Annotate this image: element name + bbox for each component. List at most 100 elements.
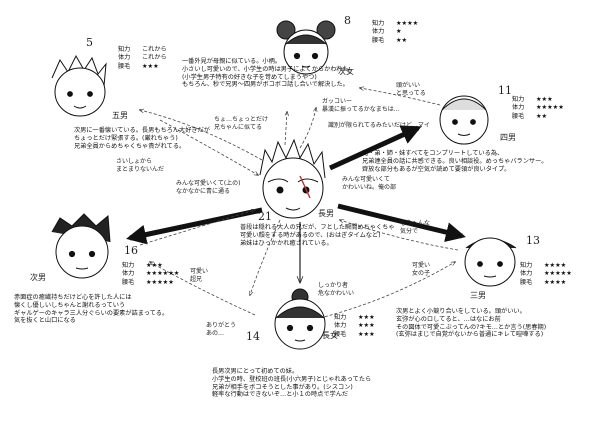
- arrow-to-second: [126, 207, 263, 245]
- stat-label: 腰毛: [372, 36, 385, 44]
- stat-value: ★★★★★: [544, 270, 572, 278]
- stat-label: 体力: [520, 270, 533, 278]
- arrow-to-third: [337, 203, 466, 242]
- desc-fifth: 次男に一番懐いている。長男もちろん大好きだが ちょっとだけ緊張する。(厳れちゃう…: [74, 127, 210, 150]
- arrow-note: さいしょから まとまりないんだ: [116, 158, 164, 173]
- note-line: ありがとう: [206, 322, 237, 329]
- arrow-note: ちょ…ちょっとだけ 兄ちゃんに似てる: [214, 116, 268, 131]
- arrow-note: 可愛い 超兄: [190, 268, 208, 283]
- stat-value: ★★★★★: [146, 278, 174, 286]
- arrow-note: 可愛い 女の子: [412, 262, 430, 277]
- age-sister: 8: [344, 14, 351, 27]
- desc-line: (小学生男子特有の好きな子を苛めてしまうやつ): [182, 73, 317, 81]
- stats-second: 知力★★★ 体力★★★★★★ 腰毛★★★★★: [122, 262, 179, 287]
- face-second: [51, 213, 111, 279]
- age-fourth: 11: [498, 84, 512, 97]
- stat-label: 腰毛: [118, 62, 131, 70]
- stat-value: ★★★: [358, 314, 375, 321]
- face-fifth: [51, 54, 107, 117]
- stats-fifth: 知力これから 体力これから 腰毛★★★: [118, 46, 167, 71]
- note-line: もうへんな: [400, 220, 430, 227]
- desc-line: 赤面症の癒繊持ちだけど心を許した人には: [14, 294, 132, 301]
- desc-line: 次男に一番懐いている。長男もちろん大好きだが: [74, 127, 210, 134]
- dash-arrow-daughter-second: [150, 262, 256, 316]
- stat-label: 体力: [122, 270, 135, 278]
- arrow-note: ガッコいー 暴漢に振ってるかなまちは…: [322, 98, 400, 113]
- stat-value: ★★★: [358, 330, 375, 338]
- note-line: 兄ちゃんに似てる: [214, 123, 263, 131]
- desc-line: (玄弥はまじで自覚がないから普通にキレて喧嘩する): [396, 331, 544, 339]
- dash-arrow-fifth-eldest: [159, 119, 258, 175]
- note-line: さいしょから: [116, 158, 153, 165]
- stat-value: ★★: [396, 36, 408, 44]
- arrow-note: もうへんな 気分で: [400, 220, 430, 235]
- dash-arrow-fourth-sister: [360, 88, 441, 106]
- desc-line: 齊放な部分もあるが空気が読めて要領が良いタイプ。: [362, 165, 511, 173]
- arrow-note: ありがとう あの…: [206, 322, 236, 337]
- stat-value: これから: [142, 54, 167, 62]
- note-line: 暴漢に振ってるかなまちは…: [322, 105, 400, 113]
- name-eldest-daughter: 長女: [322, 331, 338, 340]
- age-eldest-daughter: 14: [246, 330, 260, 343]
- desc-line: 弟妹はひっかかれ癒されている。: [240, 239, 333, 247]
- name-fifth: 五男: [112, 111, 128, 120]
- note-line: なかなかに青に通る: [176, 187, 231, 195]
- stat-value: ★: [396, 28, 402, 36]
- arrow-to-fourth: [328, 125, 422, 171]
- desc-line: もちろん、秒で兄男〜四男がボコボコ話し合いで解決した。: [182, 81, 349, 89]
- desc-line: 普段は穏れる大人の兄だが、フとした瞬間めちゃくちゃ: [240, 224, 395, 231]
- face-fourth: [439, 95, 489, 145]
- dash-arrow-sister-up: [285, 112, 287, 146]
- stat-value: ★★★★★★: [146, 270, 180, 278]
- desc-line: 可愛い顔をする時があるので、(おはぎタイムなど): [240, 231, 381, 239]
- desc-line: 懐くし優しいしちゃんと謝れるっていう: [14, 301, 126, 309]
- stat-label: 体力: [372, 28, 385, 36]
- stat-value: ★★★★★: [536, 104, 564, 112]
- note-line: ガッコいー: [322, 98, 353, 105]
- stat-label: 知力: [520, 262, 533, 269]
- name-eldest: 長男: [318, 209, 334, 218]
- age-fifth: 5: [86, 36, 93, 49]
- dash-arrow-second-eldest: [139, 210, 255, 246]
- note-line: 女の子: [412, 269, 431, 277]
- stat-value: ★★: [536, 112, 548, 120]
- note-line: みんな可愛いくて(上の): [176, 180, 241, 187]
- note-line: ちょ…ちょっとだけ: [214, 116, 269, 123]
- desc-line: 玄弥が心のロしてると、…はなにお前: [396, 315, 501, 323]
- stat-label: 体力: [118, 54, 131, 62]
- desc-line: ギャルゲーのキャラ三人分ぐらいの要素が詰まってる。: [14, 309, 169, 317]
- stat-value: これから: [142, 46, 167, 53]
- note-line: まとまりないんだ: [116, 165, 165, 173]
- stat-value: ★★★★: [544, 278, 567, 286]
- desc-sister: 一番外見が母親に似ている。小柄。 小さいし可愛いので、小学生の時は男子によくから…: [182, 58, 355, 89]
- desc-line: 兄・弟・姉・妹すべてをコンプリートしている為、: [362, 150, 504, 157]
- note-line: みんな可愛いくて: [342, 176, 390, 183]
- stats-sister: 知力★★★★ 体力★ 腰毛★★: [372, 20, 418, 45]
- stat-label: 体力: [334, 322, 347, 330]
- stat-value: ★★★: [146, 262, 163, 269]
- note-line: 危なかわいい: [318, 289, 355, 297]
- name-second: 次男: [30, 273, 46, 282]
- desc-line: 次男とよく小競り合いをしている。頭がいい。: [396, 308, 526, 315]
- stat-label: 知力: [122, 262, 135, 269]
- arrow-note: しっかり者 危なかわいい: [318, 282, 354, 297]
- note-line: あの…: [206, 329, 225, 337]
- dash-arrow-eldest-fifth: [140, 110, 263, 161]
- dash-arrow-eldest-sister: [299, 108, 316, 149]
- desc-fourth: 兄・弟・姉・妹すべてをコンプリートしている為、 兄弟連全員の話に共感できる。良い…: [362, 150, 547, 173]
- desc-line: 気を抜くと山口になる: [14, 317, 76, 325]
- desc-line: 小学生の時、登校班の班長(小六男子)とじゃれあってたら: [212, 375, 372, 383]
- dash-arrow-third-eldest: [340, 220, 459, 251]
- arrow-note: 頭がいい と思ってる: [396, 82, 426, 97]
- desc-second: 赤面症の癒繊持ちだけど心を許した人には 懐くし優しいしちゃんと謝れるっていう ギ…: [14, 294, 168, 325]
- age-eldest: 21: [258, 210, 272, 223]
- stat-label: 腰毛: [512, 112, 525, 120]
- stat-value: ★★★★: [396, 20, 419, 27]
- desc-line: 兄弟が相手をボコそうとした事があり。(シスコン): [212, 383, 353, 391]
- desc-line: 小さいし可愛いので、小学生の時は男子によくからかわれた。: [182, 65, 355, 73]
- face-sister: [276, 20, 336, 75]
- stat-label: 知力: [512, 96, 525, 103]
- face-eldest-daughter: [274, 288, 326, 350]
- stat-label: 腰毛: [520, 278, 533, 286]
- name-fourth: 四男: [500, 133, 516, 142]
